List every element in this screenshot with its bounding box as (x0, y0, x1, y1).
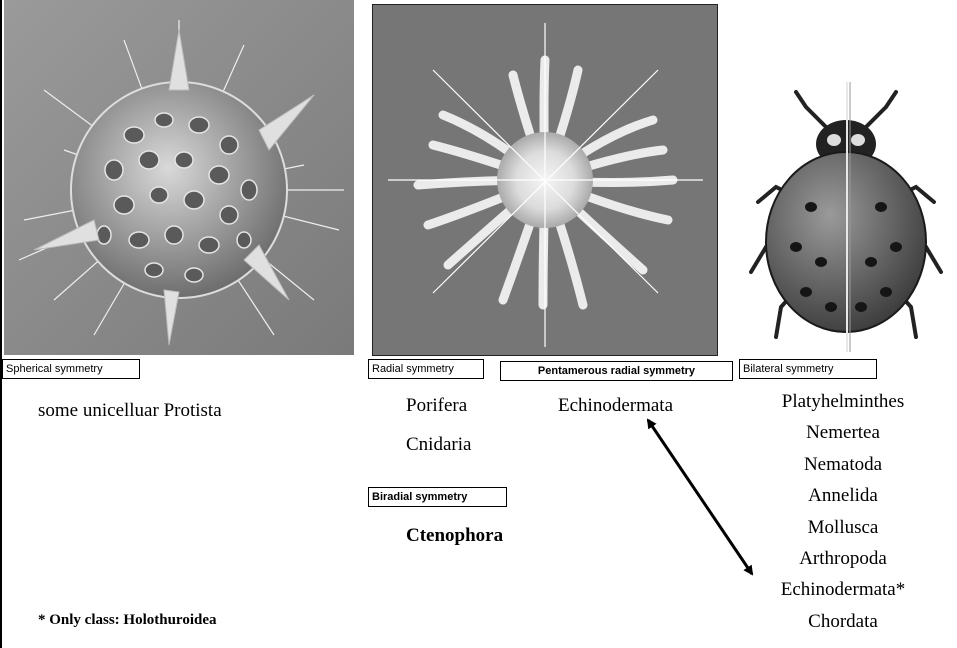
double-arrow-line (648, 420, 752, 574)
